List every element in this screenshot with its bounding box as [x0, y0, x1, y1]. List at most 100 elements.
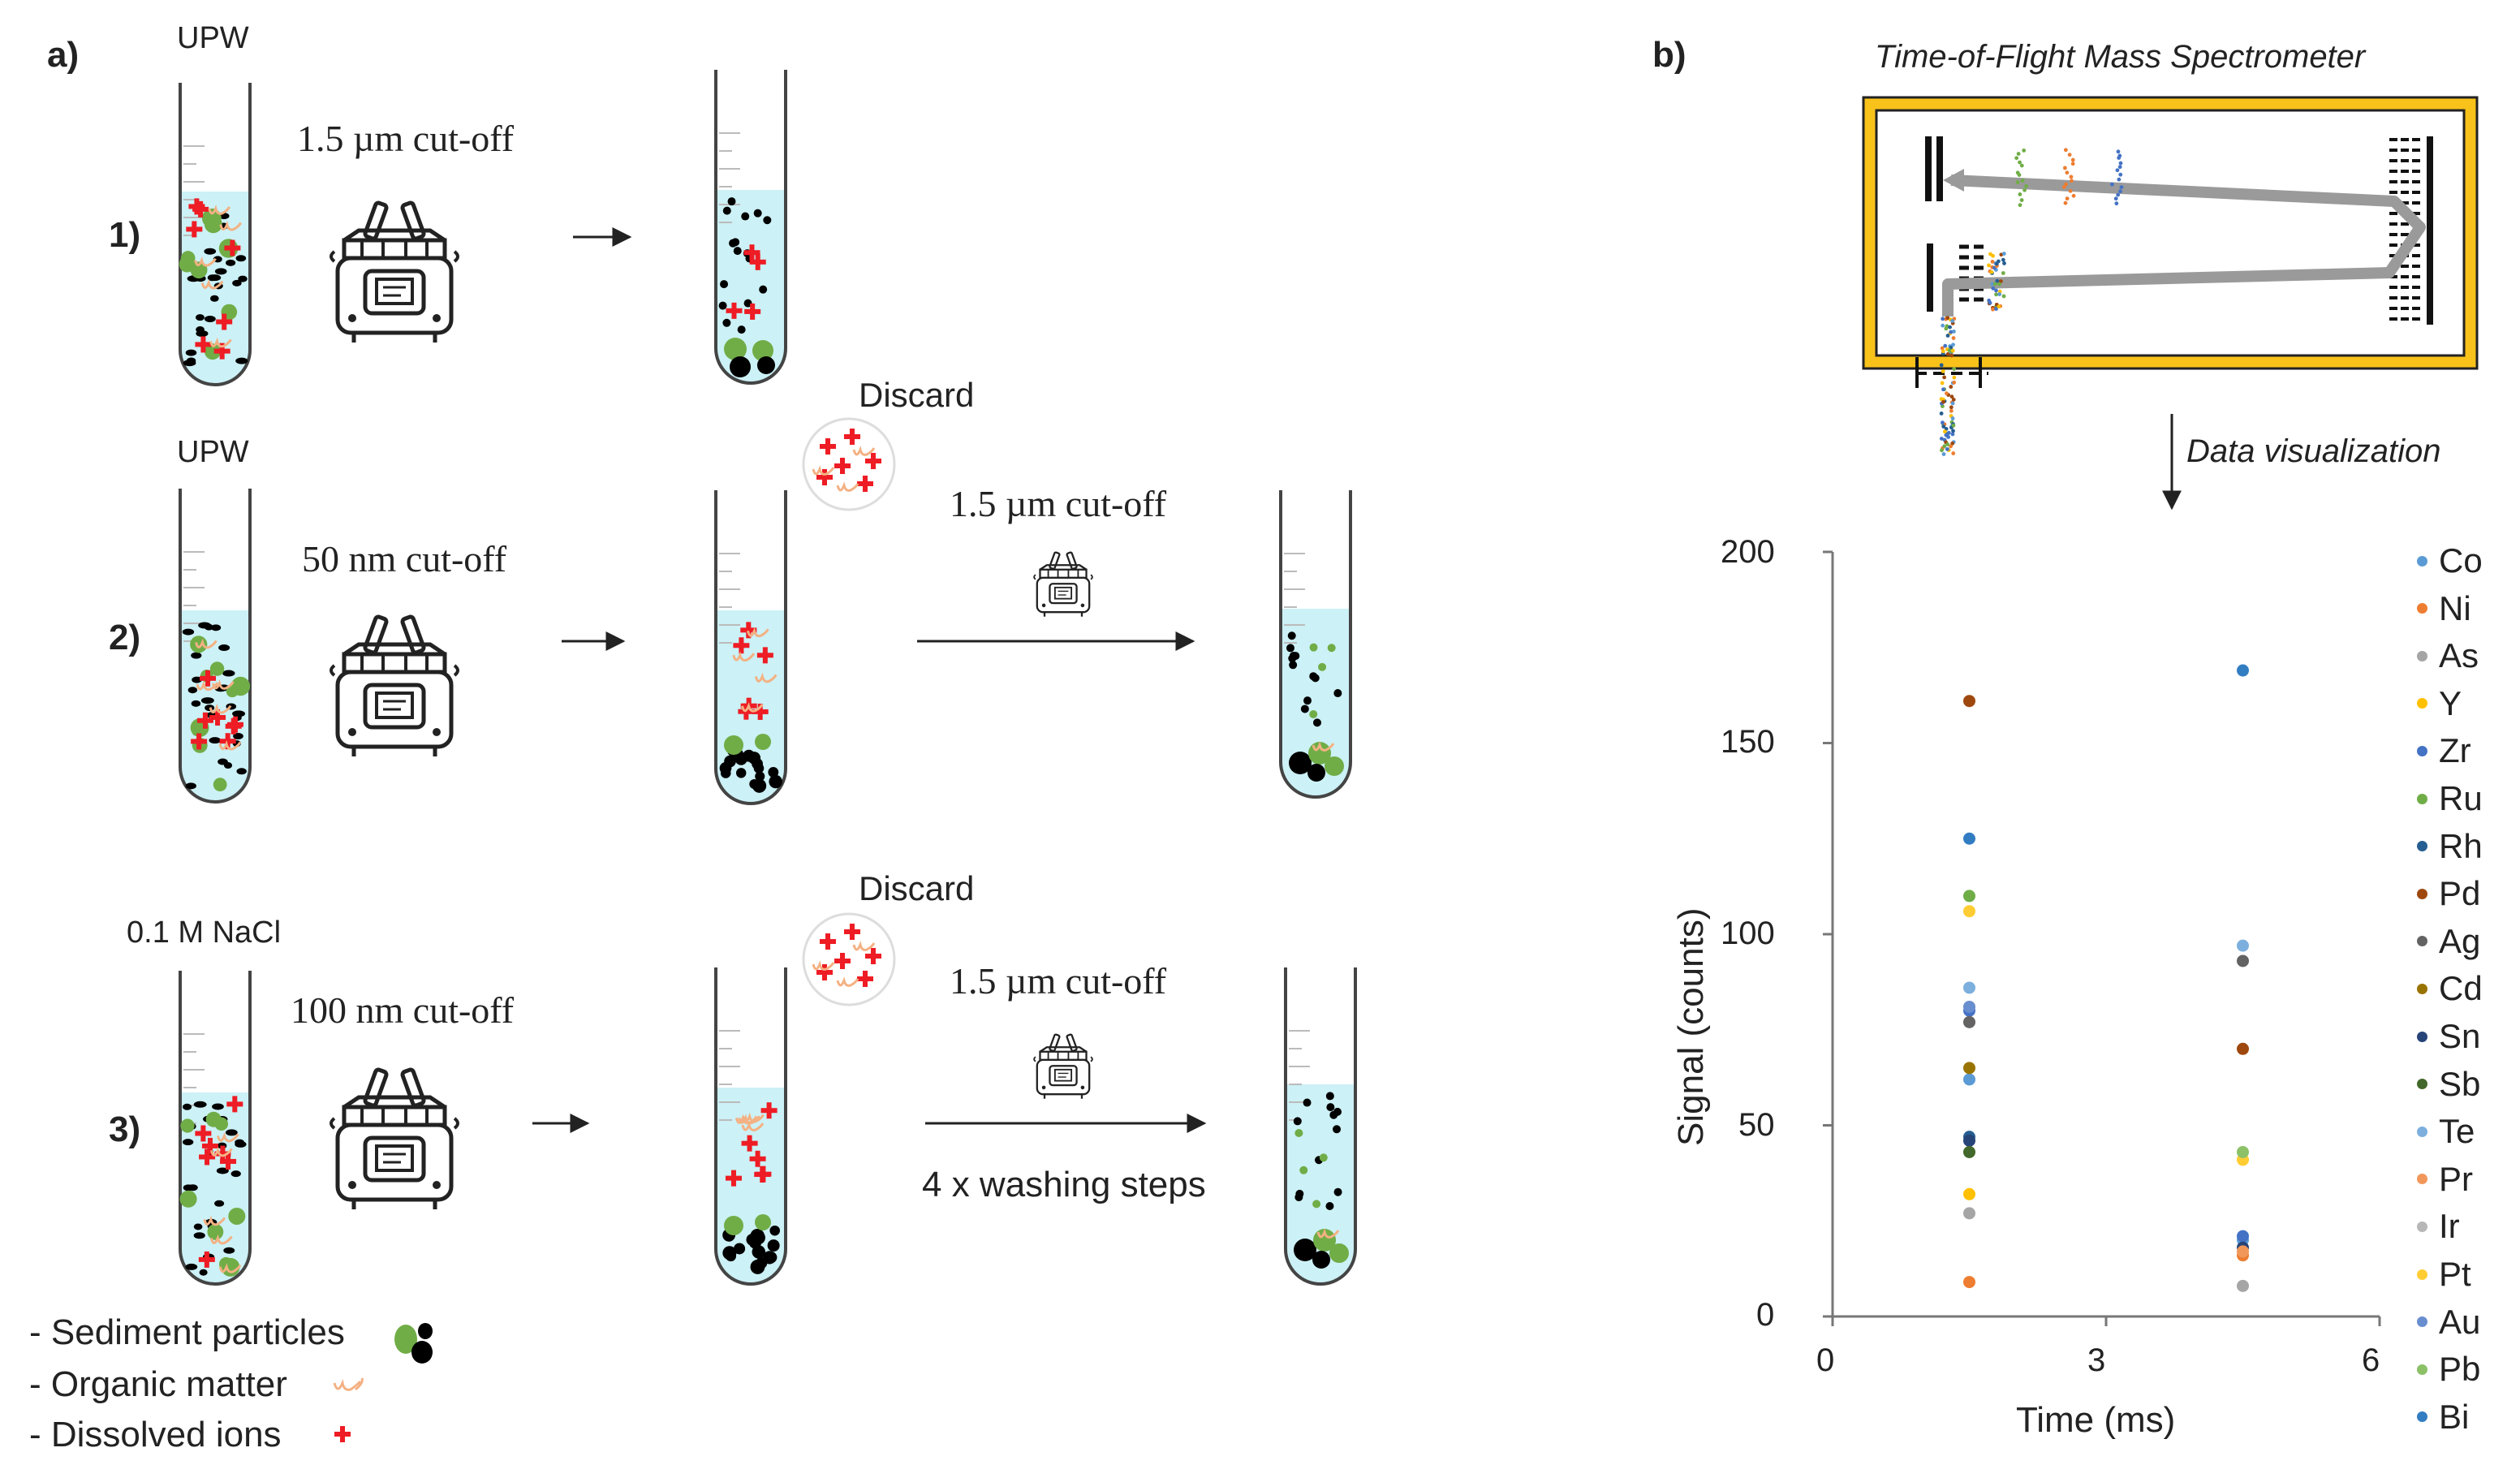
discard-icon — [802, 912, 896, 1006]
panel-b-label: b) — [1652, 35, 1686, 75]
organic-matter-icon — [732, 651, 756, 662]
legend-ions-label: - Dissolved ions — [29, 1415, 282, 1454]
legend-entry-pt: Pt — [2417, 1255, 2471, 1293]
organic-matter-icon — [194, 256, 217, 267]
legend-label: Pb — [2439, 1350, 2481, 1389]
organic-matter-icon — [218, 739, 242, 751]
legend-organic-label: - Organic matter — [29, 1364, 287, 1404]
legend-marker — [2417, 793, 2427, 804]
legend-marker — [2417, 1031, 2427, 1042]
legend-marker — [2417, 698, 2427, 709]
legend-label: Au — [2439, 1302, 2481, 1341]
legend-marker — [2417, 1411, 2427, 1423]
legend-label: Sb — [2439, 1064, 2481, 1103]
organic-matter-icon — [200, 278, 224, 290]
legend-entry-bi: Bi — [2417, 1398, 2469, 1436]
organic-matter-icon — [746, 627, 769, 638]
data-point-pr — [2237, 1245, 2249, 1258]
y-tick-100: 100 — [1721, 916, 1775, 951]
y-tick-0: 0 — [1756, 1297, 1775, 1333]
legend-entry-pd: Pd — [2417, 874, 2480, 912]
organic-matter-icon — [741, 1121, 765, 1131]
x-tick-0: 0 — [1816, 1342, 1835, 1378]
organic-matter-icon — [218, 1263, 242, 1273]
test-tube — [1284, 967, 1357, 1286]
scatter-chart — [1823, 550, 2381, 1326]
washing-steps-label: 4 x washing steps — [922, 1165, 1206, 1204]
organic-matter-icon — [210, 1146, 233, 1157]
legend-entry-zr: Zr — [2417, 731, 2471, 769]
discard-icon — [802, 417, 896, 511]
y-tick-150: 150 — [1721, 724, 1775, 760]
test-tube — [1279, 490, 1352, 799]
legend-label: Ir — [2439, 1207, 2460, 1246]
legend-marker — [2417, 603, 2427, 614]
data-point-cd — [1963, 1062, 1975, 1075]
data-point-pb — [2237, 1145, 2249, 1158]
legend-marker — [2417, 1316, 2427, 1328]
row-1-number: 1) — [109, 215, 141, 255]
data-point-ni — [1963, 1276, 1975, 1289]
data-point-ru — [1963, 890, 1975, 903]
legend-label: Sn — [2439, 1017, 2481, 1055]
data-point-as — [2237, 1279, 2249, 1292]
legend-marker — [2417, 745, 2427, 756]
legend-entry-y: Y — [2417, 684, 2462, 722]
data-point-zr — [2237, 1230, 2249, 1243]
organic-matter-icon — [852, 446, 876, 456]
test-tube — [179, 489, 252, 804]
legend-marker — [2417, 1269, 2427, 1280]
test-tube — [714, 490, 787, 805]
legend-label: Ag — [2439, 921, 2481, 960]
test-tube — [714, 70, 787, 385]
legend-marker — [2417, 650, 2427, 661]
row-3-solution: 0.1 M NaCl — [127, 916, 282, 950]
sediment-particles-icon — [394, 1323, 433, 1364]
organic-matter-icon — [211, 679, 235, 690]
test-tube — [179, 83, 252, 386]
row-2-cutoff: 50 nm cut-off — [302, 538, 507, 580]
organic-matter-icon — [209, 1234, 233, 1245]
centrifuge-icon — [331, 202, 458, 343]
tof-ms-title: Time-of-Flight Mass Spectrometer — [1875, 39, 2366, 75]
legend-marker — [2417, 1364, 2427, 1375]
organic-matter-icon — [741, 701, 764, 713]
legend-label: Rh — [2439, 826, 2483, 865]
legend-entry-as: As — [2417, 636, 2479, 674]
organic-matter-icon — [195, 638, 218, 649]
legend-label: Ni — [2439, 588, 2471, 627]
row-3-cutoff: 100 nm cut-off — [291, 989, 515, 1031]
row-3-discard-label: Discard — [859, 869, 975, 907]
row-2-second-cutoff: 1.5 µm cut-off — [950, 483, 1167, 524]
y-tick-50: 50 — [1738, 1107, 1775, 1143]
chart-x-axis-label: Time (ms) — [2016, 1400, 2176, 1440]
organic-matter-icon — [209, 703, 232, 714]
data-visualization-label: Data visualization — [2186, 433, 2441, 469]
legend-label: Co — [2439, 541, 2483, 580]
row-1-cutoff: 1.5 µm cut-off — [297, 118, 515, 159]
legend-marker — [2417, 1126, 2427, 1137]
legend-marker — [2417, 936, 2427, 947]
organic-matter-icon — [209, 337, 232, 348]
legend-marker — [2417, 841, 2427, 852]
legend-entry-ir: Ir — [2417, 1207, 2460, 1246]
organic-matter-icon — [1316, 1228, 1340, 1239]
legend-entry-pb: Pb — [2417, 1350, 2481, 1389]
legend-entry-ni: Ni — [2417, 588, 2471, 627]
organic-matter-icon — [333, 1377, 364, 1391]
legend-marker — [2417, 1079, 2427, 1090]
legend-entry-cd: Cd — [2417, 969, 2483, 1008]
legend-entry-pr: Pr — [2417, 1160, 2473, 1198]
tof-ms-schematic — [1862, 96, 2479, 456]
row-2-number: 2) — [109, 618, 141, 657]
legend-label: Cd — [2439, 969, 2483, 1008]
legend-entry-rh: Rh — [2417, 826, 2483, 865]
data-point-ag — [1963, 1015, 1975, 1028]
legend-entry-sn: Sn — [2417, 1017, 2481, 1055]
legend-entry-sb: Sb — [2417, 1064, 2481, 1103]
organic-matter-icon — [1312, 741, 1335, 752]
data-point-pt — [1963, 905, 1975, 918]
discard-bubbles — [802, 417, 896, 1006]
organic-matter-icon — [852, 941, 876, 951]
